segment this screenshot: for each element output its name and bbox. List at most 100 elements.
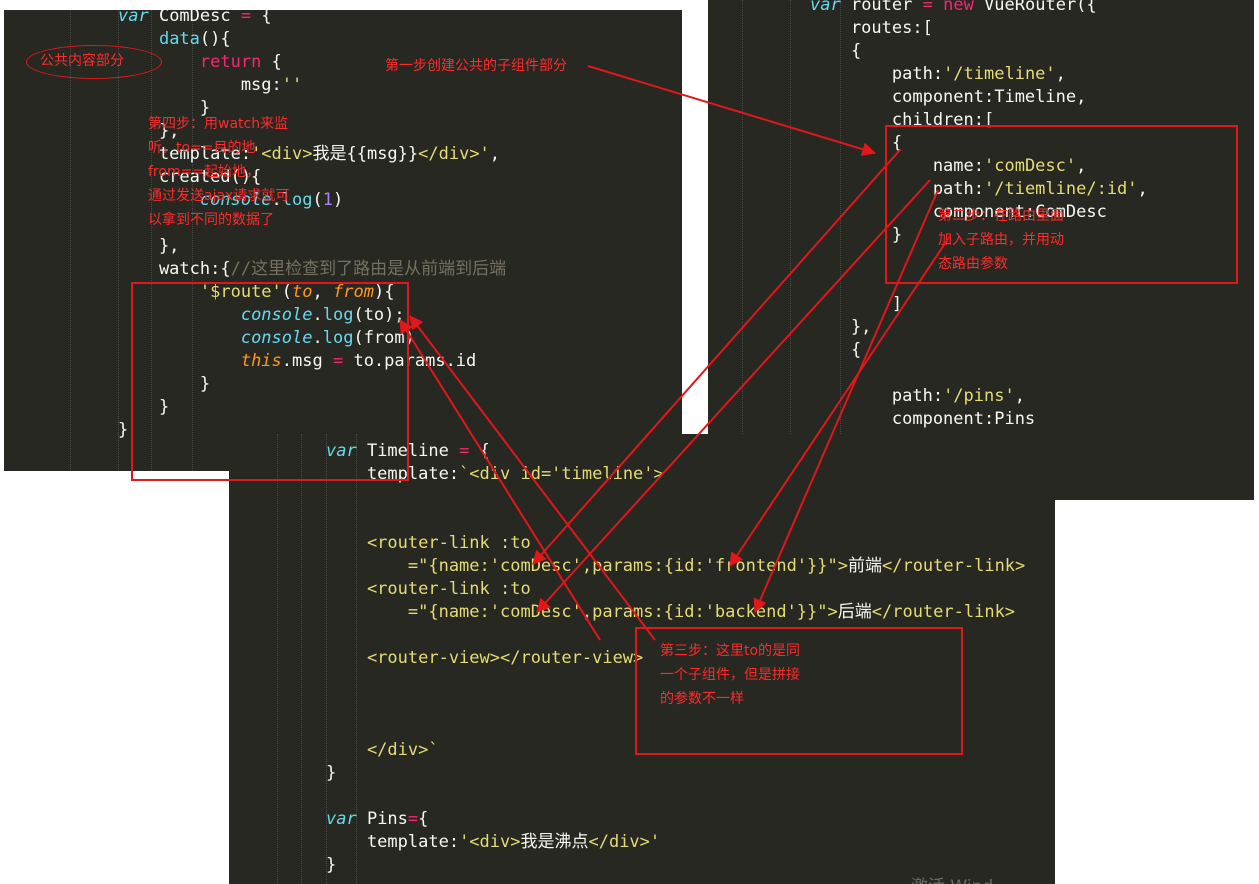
code-line: component:Pins [810,408,1148,431]
arrow-step3-to-watch [409,315,656,641]
step1-note: 第一步创建公共的子组件部分 [385,58,567,74]
code-token: { [251,10,272,26]
code-token: to [292,282,313,302]
code-token: , [1076,156,1087,176]
code-line: this.msg = to.params.id [118,350,506,373]
code-token: '<div> [251,144,313,164]
code-token: template: [326,832,460,852]
code-token: }, [810,317,872,337]
code-token: console [240,328,313,348]
code-token: { [810,133,903,153]
code-token: = [459,441,470,461]
code-line: template:'<div>我是沸点</div>' [326,831,1025,854]
code-token: . [271,190,282,210]
code-token: 我是沸点 [520,832,589,852]
code-token: 1 [322,190,334,210]
code-token: }, [118,236,180,256]
code-token: { [418,809,429,829]
code-token: created(){ [118,167,262,187]
code-line: } [118,419,506,442]
code-line: <router-link :to [326,532,1025,555]
code-token: } [810,432,861,434]
arrow-params-to-frontend-id [729,235,951,567]
code-line: } [810,431,1148,434]
code-line: } [118,396,506,419]
code-token: .msg [281,351,333,371]
code-token: { [469,441,490,461]
code-token: this [240,351,282,371]
code-timeline: var Timeline = { template:`<div id='time… [326,440,1025,877]
code-token: '<div> [459,832,521,852]
code-token: { [810,340,862,360]
code-line: { [810,132,1148,155]
code-token: log [281,190,313,210]
code-line: msg:'' [118,74,506,97]
code-token: return [199,52,262,72]
code-token: </router-link> [871,602,1016,622]
watch-highlight-box [131,282,409,481]
code-token: from [333,282,374,302]
code-line: }, [118,235,506,258]
code-token: '/pins' [943,386,1015,406]
code-line: { [810,339,1148,362]
code-token: } [810,225,903,245]
code-token: component:ComDesc [810,202,1107,222]
code-token: //这里检查到了路由是从前端到后端 [230,259,507,279]
code-line: <router-view></router-view> [326,647,1025,670]
code-comdesc: var ComDesc = { data(){ return { msg:'' … [118,10,506,442]
code-token: , [1014,386,1025,406]
code-panel-comdesc: var ComDesc = { data(){ return { msg:'' … [4,10,682,471]
code-token: `<div id='timeline'> [459,464,664,484]
code-token: (){ [199,29,231,49]
code-token: , [1137,179,1148,199]
code-token: ComDesc [148,10,241,26]
code-line: console.log(1) [118,189,506,212]
code-token: '$route' [199,282,282,302]
step3-note: 第三步：这里to的是同 一个子组件，但是拼接 的参数不一样 [660,643,801,707]
code-token: '/tiemline/:id' [984,179,1138,199]
code-token: } [326,855,337,875]
code-line: console.log(to); [118,304,506,327]
code-line: path:'/tiemline/:id', [810,178,1148,201]
code-token: routes:[ [810,18,933,38]
code-line: var router = new VueRouter({ [810,0,1148,17]
code-token: 前端 [847,556,882,576]
code-token: '' [281,75,303,95]
code-line: } [326,854,1025,877]
code-line: created(){ [118,166,506,189]
code-token: { [261,52,282,72]
code-router: var router = new VueRouter({ routes:[ { … [810,0,1148,434]
code-token: ] [810,294,903,314]
code-token: ( [281,282,293,302]
code-token: var [118,10,149,26]
code-token: var [326,809,357,829]
code-token: <router-link :to [326,579,531,599]
code-token: <router-view></router-view> [326,648,644,668]
code-token: 我是{{msg}} [312,144,419,164]
code-token: log [322,305,354,325]
code-line: var ComDesc = { [118,10,506,28]
code-token: = [407,809,419,829]
code-token: </div>' [588,832,661,852]
code-line: } [326,762,1025,785]
code-line: path:'/timeline', [810,63,1148,86]
code-line: ] [810,293,1148,316]
code-line: data(){ [118,28,506,51]
code-token: . [312,305,323,325]
code-token: '/timeline' [943,64,1056,84]
step4-note: 第四步：用watch来监 听，to==目的地 from==起始地， 通过发送aj… [148,116,290,228]
code-token: path: [810,179,984,199]
code-token: var [810,0,841,15]
code-token: data [158,29,200,49]
arrow-params-to-backend-id [753,189,939,614]
code-token: ) [333,190,344,210]
code-token: = [240,10,252,26]
code-token: to.params.id [343,351,477,371]
code-token: ( [312,190,323,210]
code-line: template:'<div>我是{{msg}}</div>', [118,143,506,166]
code-token: name: [810,156,984,176]
code-line: <router-link :to [326,578,1025,601]
code-line: return { [118,51,506,74]
code-token: component:Timeline, [810,87,1087,107]
code-token: ="{name:'comDesc',params:{id:'backend'}}… [326,602,838,622]
